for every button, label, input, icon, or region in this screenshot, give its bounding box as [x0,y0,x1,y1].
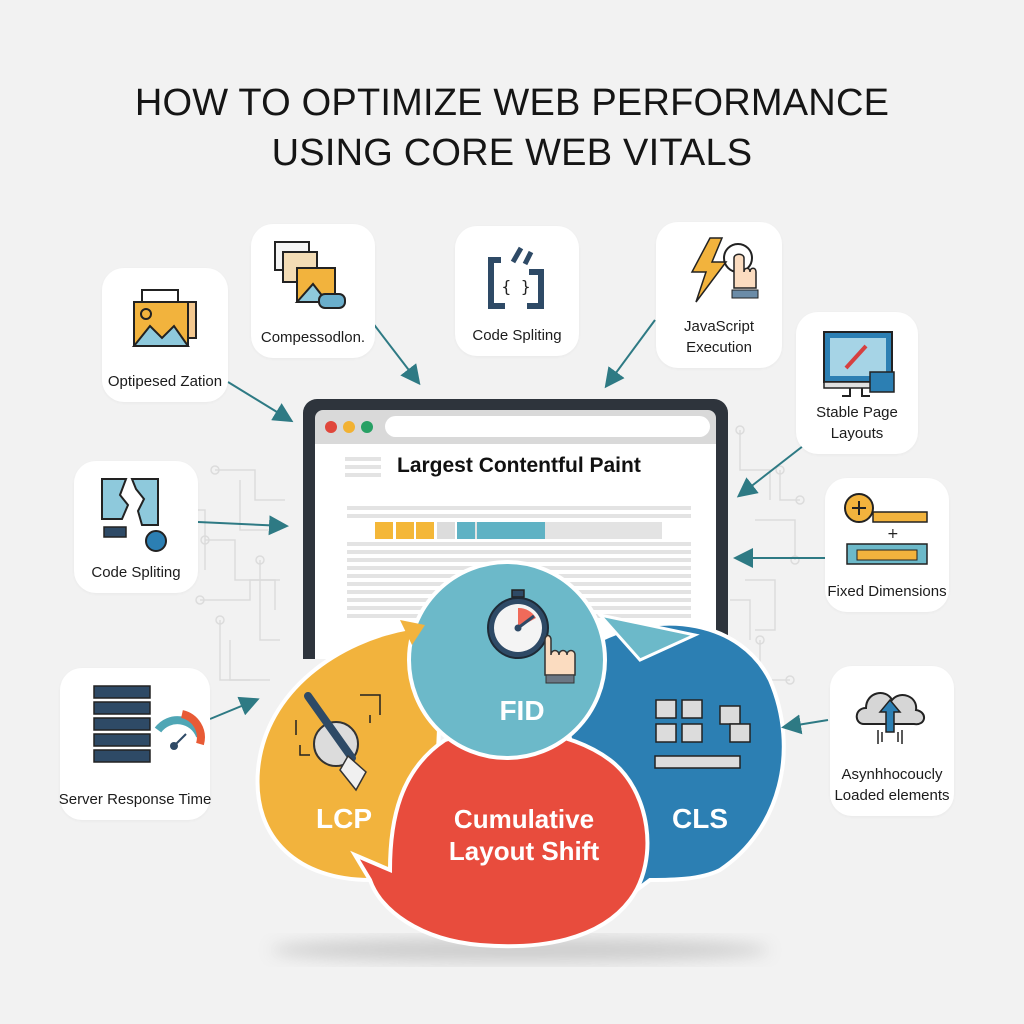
server-gauge-icon [93,685,205,763]
card-label: Server Response Time [58,791,212,808]
paintbrush-icon [295,692,381,792]
page-heading: Largest Contentful Paint [397,454,641,477]
address-bar[interactable] [385,416,710,437]
cumulative-label-line-1: Cumulative [454,804,594,834]
tape-measure-ruler-icon: + [844,493,928,565]
maximize-dot-icon [361,421,373,433]
card-label-line-2: Execution [686,339,752,356]
card-label: Code Spliting [472,327,562,344]
card-label: Compessodlon. [260,329,366,346]
card-label-line-1: Asynhhocoucly [841,766,943,783]
monitor-layout-icon [823,331,895,397]
card-label: Optipesed Zation [107,373,223,390]
layout-blocks-ruler-icon [654,699,751,769]
arrow-code-splitting-left [197,515,289,536]
title-line-1: HOW TO OPTIMIZE WEB PERFORMANCE [134,82,890,124]
card-label: Code Spliting [91,564,181,581]
lightning-tap-icon [690,237,759,303]
drop-shadow [270,938,770,962]
arrow-javascript-execution [604,319,656,389]
card-server-response-time[interactable]: Server Response Time [58,668,212,820]
cumulative-layout-shift-segment [350,727,650,949]
arrow-async-loaded [781,714,829,735]
cloud-upload-icon [855,692,925,744]
title-line-2: USING CORE WEB VITALS [271,132,753,174]
card-image-optimization[interactable]: Optipesed Zation [102,268,228,402]
stopwatch-tap-icon [487,589,576,684]
arrow-stable-layouts [736,445,804,498]
card-label-line-2: Layouts [830,425,884,442]
card-code-splitting-top[interactable]: { } Code Spliting [455,226,579,356]
card-label-line-1: Stable Page [816,404,898,421]
svg-text:{ }: { } [502,277,531,296]
card-label-line-1: JavaScript [683,318,755,335]
image-files-icon [132,289,197,347]
lcp-progress-blocks [375,522,545,539]
minimize-dot-icon [343,421,355,433]
fid-segment [400,560,700,760]
broken-code-icon [101,478,167,552]
lcp-label: LCP [316,803,372,834]
card-async-loaded-elements[interactable]: Asynhhocoucly Loaded elements [830,666,954,816]
image-compress-icon [274,241,346,309]
arrow-image-optimization [227,381,294,423]
page-title: HOW TO OPTIMIZE WEB PERFORMANCE USING CO… [0,78,1024,178]
card-code-splitting-left[interactable]: Code Spliting [74,461,198,593]
arrow-server-response [209,696,260,720]
card-fixed-dimensions[interactable]: + Fixed Dimensions [825,478,949,612]
svg-text:+: + [887,526,899,542]
cumulative-label-line-2: Layout Shift [449,836,600,866]
arrow-compression [371,321,421,386]
fid-label: FID [499,695,544,726]
card-label-line-2: Loaded elements [834,787,950,804]
card-compression[interactable]: Compessodlon. [251,224,375,358]
code-brackets-icon: { } [488,246,544,309]
browser-toolbar [315,410,716,444]
close-dot-icon [325,421,337,433]
card-javascript-execution[interactable]: JavaScript Execution [656,222,782,368]
cls-label: CLS [672,803,728,834]
card-label: Fixed Dimensions [827,583,947,600]
card-stable-page-layouts[interactable]: Stable Page Layouts [796,312,918,454]
